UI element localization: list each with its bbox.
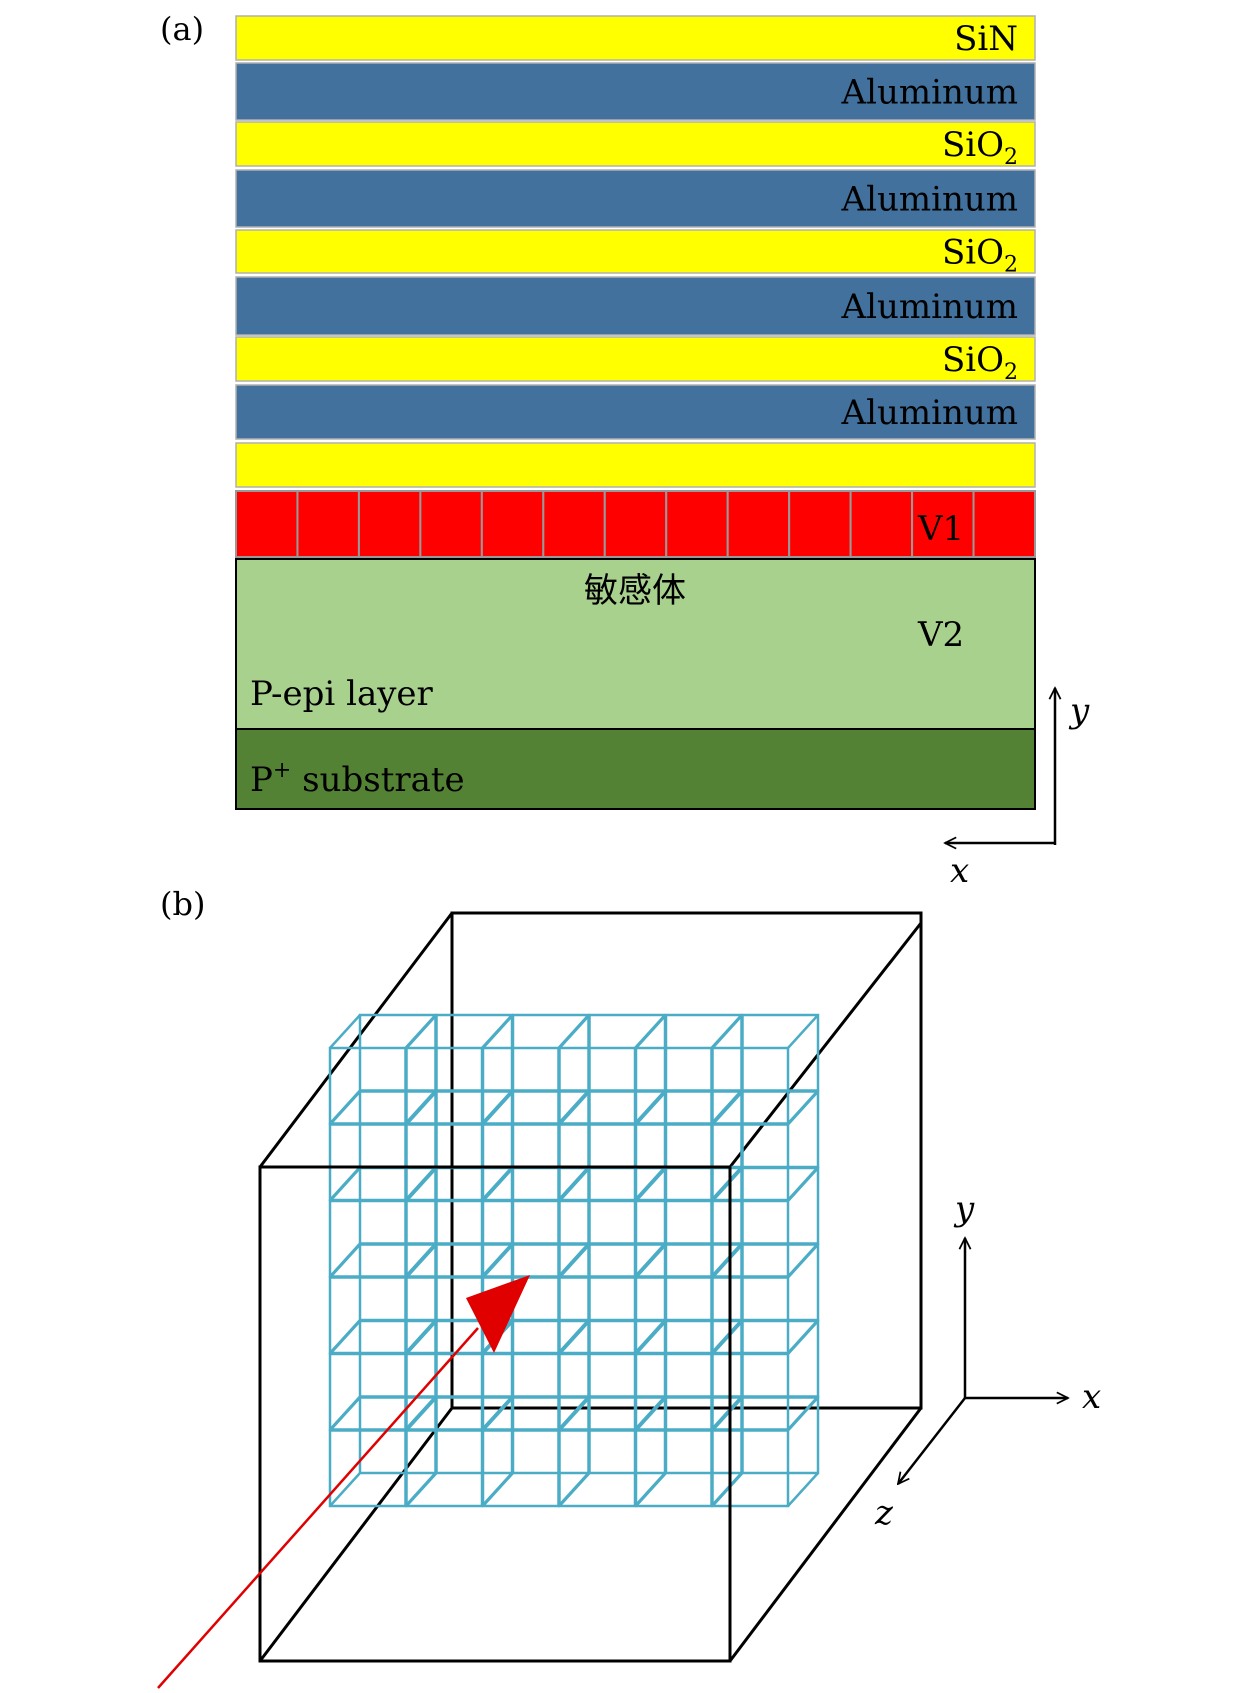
v1-row: V1 [235, 490, 1036, 558]
p-epi-layer-region [235, 558, 1036, 730]
layer-label-2: SiO2 [942, 125, 1018, 170]
layer-label-1: Aluminum [841, 73, 1018, 113]
v1-cell [480, 490, 545, 558]
layer-label-0: SiN [954, 19, 1018, 59]
layer-label-6: SiO2 [942, 340, 1018, 385]
layer-6 [235, 336, 1036, 382]
v1-cells [235, 490, 1036, 558]
y-axis-label: y [1068, 691, 1090, 731]
substrate-region [235, 728, 1036, 810]
sensitive-volume-label: 敏感体 [584, 571, 686, 611]
substrate-label-rest: substrate [291, 760, 464, 800]
layer-label-3: Aluminum [841, 180, 1018, 220]
b-x-axis-label: x [1082, 1377, 1101, 1417]
particle-track [157, 1275, 530, 1689]
v1-cell [357, 490, 422, 558]
sensitive-cube-grid [328, 1013, 820, 1508]
layer-5 [235, 276, 1036, 336]
v1-cell [542, 490, 606, 558]
grid-cube [711, 1396, 820, 1508]
layer-stack: SiNAluminumSiO2AluminumSiO2AluminumSiO2A… [235, 15, 1036, 488]
edge-top-right [728, 922, 923, 1168]
sensitive-volume: 敏感体 V2 P-epi layer [235, 558, 1036, 730]
b-z-axis-label: z [874, 1493, 894, 1533]
particle-track-arrowhead [466, 1275, 530, 1353]
layer-8 [235, 442, 1036, 488]
panel-a-axes: y x [945, 688, 1090, 891]
panel-a-label: (a) [160, 10, 204, 48]
edge-bottom-left [258, 1407, 454, 1662]
v1-cell [849, 490, 914, 558]
layer-label-5: Aluminum [841, 287, 1018, 327]
edge-top-left [258, 912, 454, 1168]
bounding-box-back [258, 911, 923, 1662]
panel-b: (b) y x z [157, 885, 1101, 1689]
v1-label: V1 [917, 509, 964, 549]
v2-label: V2 [917, 615, 964, 655]
layer-0 [235, 15, 1036, 61]
v1-cell [603, 490, 668, 558]
p-epi-layer-label: P-epi layer [250, 674, 434, 714]
v1-cell [972, 490, 1036, 558]
substrate-label-base: P [250, 760, 273, 800]
front-face [258, 1165, 732, 1663]
layer-7 [235, 384, 1036, 440]
panel-a: (a) SiNAluminumSiO2AluminumSiO2AluminumS… [160, 10, 1090, 891]
v1-cell [788, 490, 852, 558]
grid-cube-edges [711, 1396, 820, 1508]
layer-4 [235, 229, 1036, 274]
layer-3 [235, 169, 1036, 228]
layer-label-4: SiO2 [942, 233, 1018, 278]
back-face [450, 911, 923, 1410]
substrate-label-sup: + [273, 758, 291, 783]
substrate: P+ substrate [235, 728, 1036, 810]
v1-cell [235, 490, 299, 558]
x-axis-label: x [950, 851, 969, 891]
b-z-axis-arrow [898, 1397, 966, 1484]
v1-cell [296, 490, 360, 558]
layer-2 [235, 121, 1036, 167]
v1-cell [665, 490, 729, 558]
panel-b-axes: y x z [874, 1189, 1101, 1533]
bounding-box-front [258, 1165, 732, 1663]
edge-bottom-right [728, 1407, 923, 1662]
v1-cell [419, 490, 483, 558]
b-y-axis-label: y [953, 1189, 975, 1229]
panel-b-label: (b) [160, 885, 205, 923]
layer-1 [235, 62, 1036, 121]
substrate-label: P+ substrate [250, 758, 465, 800]
v1-cell [726, 490, 791, 558]
layer-label-7: Aluminum [841, 393, 1018, 433]
particle-track-line [157, 1327, 479, 1689]
